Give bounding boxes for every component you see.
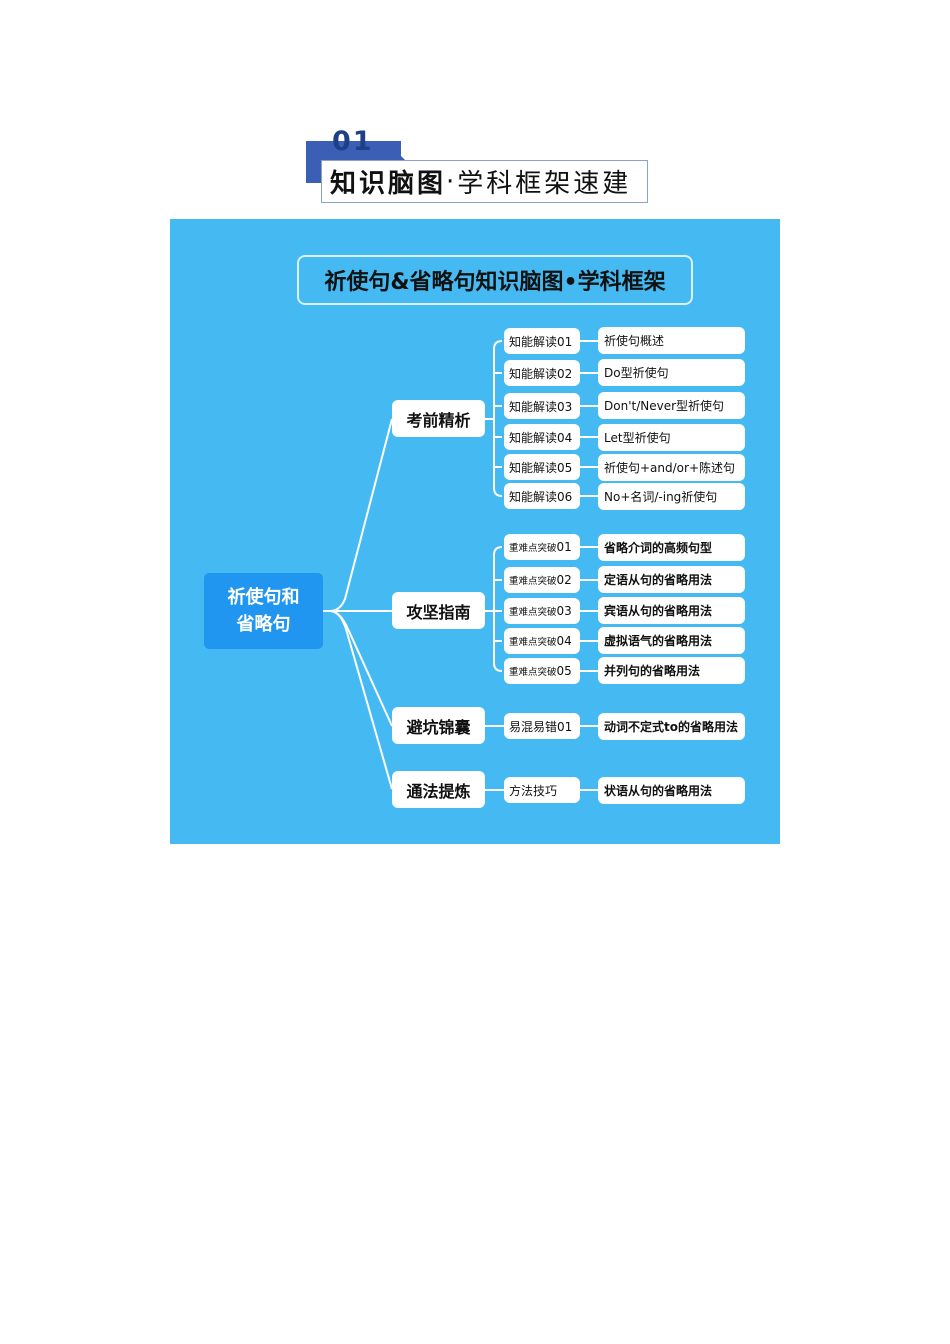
branch-node-kaoqian[interactable]: 考前精析	[392, 400, 485, 437]
leaf-node[interactable]: 动词不定式to的省略用法	[598, 713, 745, 740]
section-header: 01 知识脑图·学科框架速建	[306, 126, 650, 206]
leaf-node[interactable]: 定语从句的省略用法	[598, 566, 745, 593]
sub-node[interactable]: 知能解读02	[504, 360, 580, 386]
root-line-2: 省略句	[236, 614, 291, 635]
sub-label-num: 04	[556, 634, 572, 648]
sub-node[interactable]: 知能解读06	[504, 483, 580, 509]
leaf-node[interactable]: 并列句的省略用法	[598, 657, 745, 684]
section-title-bold: 知识脑图	[330, 169, 447, 199]
sub-label-prefix: 重难点突破	[509, 637, 557, 648]
root-node[interactable]: 祈使句和 省略句	[204, 573, 323, 649]
sub-label-prefix: 重难点突破	[509, 667, 557, 678]
sub-node[interactable]: 知能解读05	[504, 454, 580, 480]
leaf-node[interactable]: Do型祈使句	[598, 359, 745, 386]
leaf-node[interactable]: 宾语从句的省略用法	[598, 597, 745, 624]
leaf-node[interactable]: 祈使句概述	[598, 327, 745, 354]
section-title-sep: ·	[446, 166, 458, 197]
leaf-node[interactable]: 省略介词的高频句型	[598, 534, 745, 561]
sub-node[interactable]: 方法技巧	[504, 777, 580, 803]
sub-label-num: 03	[556, 604, 572, 618]
header-tab-slant	[386, 141, 406, 161]
sub-label-num: 01	[556, 540, 572, 554]
sub-node[interactable]: 易混易错01	[504, 713, 580, 739]
branch-node-bikeng[interactable]: 避坑锦囊	[392, 707, 485, 744]
sub-node[interactable]: 知能解读01	[504, 328, 580, 354]
sub-label-num: 05	[556, 664, 572, 678]
header-tab-side	[306, 161, 321, 183]
mindmap-title: 祈使句&省略句知识脑图•学科框架	[297, 255, 693, 305]
sub-label-num: 02	[556, 573, 572, 587]
sub-node[interactable]: 知能解读03	[504, 393, 580, 419]
sub-node[interactable]: 知能解读04	[504, 424, 580, 450]
leaf-node[interactable]: 祈使句+and/or+陈述句	[598, 454, 745, 481]
leaf-node[interactable]: Don't/Never型祈使句	[598, 392, 745, 419]
root-line-1: 祈使句和	[227, 587, 300, 608]
section-number: 01	[332, 126, 374, 157]
leaf-node[interactable]: Let型祈使句	[598, 424, 745, 451]
leaf-node[interactable]: 虚拟语气的省略用法	[598, 627, 745, 654]
mindmap-canvas: 祈使句&省略句知识脑图•学科框架	[170, 219, 780, 844]
leaf-node[interactable]: No+名词/-ing祈使句	[598, 483, 745, 510]
sub-label-prefix: 重难点突破	[509, 576, 557, 587]
section-title-rest: 学科框架速建	[457, 169, 632, 199]
connector-lines	[323, 340, 598, 791]
sub-label-prefix: 重难点突破	[509, 607, 557, 618]
leaf-node[interactable]: 状语从句的省略用法	[598, 777, 745, 804]
branch-node-tongfa[interactable]: 通法提炼	[392, 771, 485, 808]
section-title: 知识脑图·学科框架速建	[321, 160, 648, 203]
branch-node-gongjian[interactable]: 攻坚指南	[392, 592, 485, 629]
sub-label-prefix: 重难点突破	[509, 543, 557, 554]
